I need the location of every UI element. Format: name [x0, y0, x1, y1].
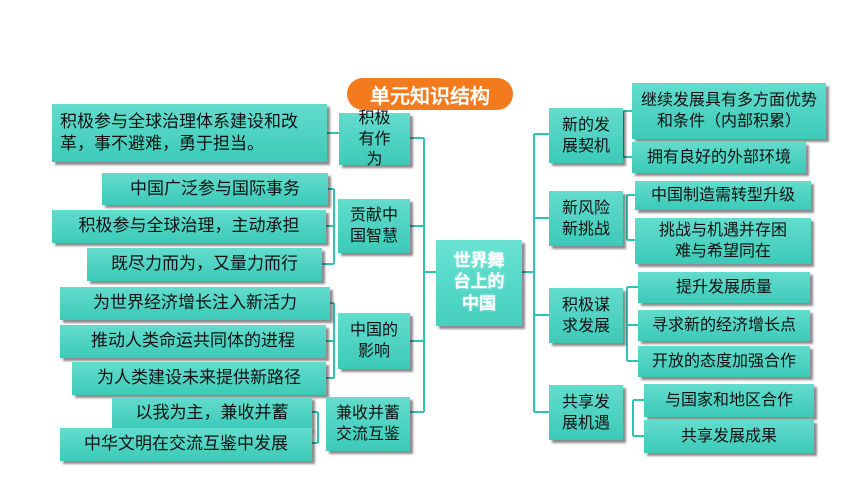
- right-leaf-1-2: 拥有良好的外部环境: [632, 142, 806, 173]
- right-leaf-1-1: 继续发展具有多方面优势和条件（内部积累）: [632, 83, 826, 139]
- right-topic-3: 积极谋求发展: [549, 288, 623, 343]
- left-leaf-1-1: 积极参与全球治理体系建设和改革，事不避难，勇于担当。: [52, 104, 327, 162]
- unit-title: 单元知识结构: [347, 78, 513, 110]
- left-leaf-2-3: 既尽力而为，又量力而行: [87, 248, 322, 281]
- right-leaf-4-2: 共享发展成果: [644, 420, 814, 453]
- left-leaf-3-2: 推动人类命运共同体的进程: [60, 325, 326, 358]
- right-leaf-3-2: 寻求新的经济增长点: [638, 310, 810, 341]
- right-leaf-4-1: 与国家和地区合作: [644, 384, 814, 417]
- right-leaf-2-1: 中国制造需转型升级: [635, 181, 811, 210]
- right-topic-4: 共享发展机遇: [549, 385, 623, 440]
- right-leaf-2-2: 挑战与机遇并存困难与希望同在: [635, 218, 811, 264]
- left-leaf-4-1: 以我为主，兼收并蓄: [112, 397, 312, 429]
- right-topic-2: 新风险新挑战: [549, 191, 623, 246]
- right-leaf-3-1: 提升发展质量: [638, 272, 810, 303]
- left-leaf-3-1: 为世界经济增长注入新活力: [60, 287, 330, 320]
- right-topic-1: 新的发展契机: [549, 108, 623, 163]
- left-topic-2: 贡献中国智慧: [338, 199, 410, 253]
- left-leaf-4-2: 中华文明在交流互鉴中发展: [60, 428, 312, 461]
- left-leaf-2-1: 中国广泛参与国际事务: [102, 173, 328, 205]
- left-leaf-2-2: 积极参与全球治理，主动承担: [52, 210, 326, 243]
- left-topic-4: 兼收并蓄交流互鉴: [326, 397, 410, 451]
- left-topic-1: 积极有作为: [339, 108, 410, 168]
- right-leaf-3-3: 开放的态度加强合作: [638, 346, 810, 377]
- left-topic-3: 中国的影响: [338, 313, 410, 369]
- left-leaf-3-3: 为人类建设未来提供新路径: [72, 362, 326, 395]
- center-topic: 世界舞台上的中国: [436, 240, 522, 326]
